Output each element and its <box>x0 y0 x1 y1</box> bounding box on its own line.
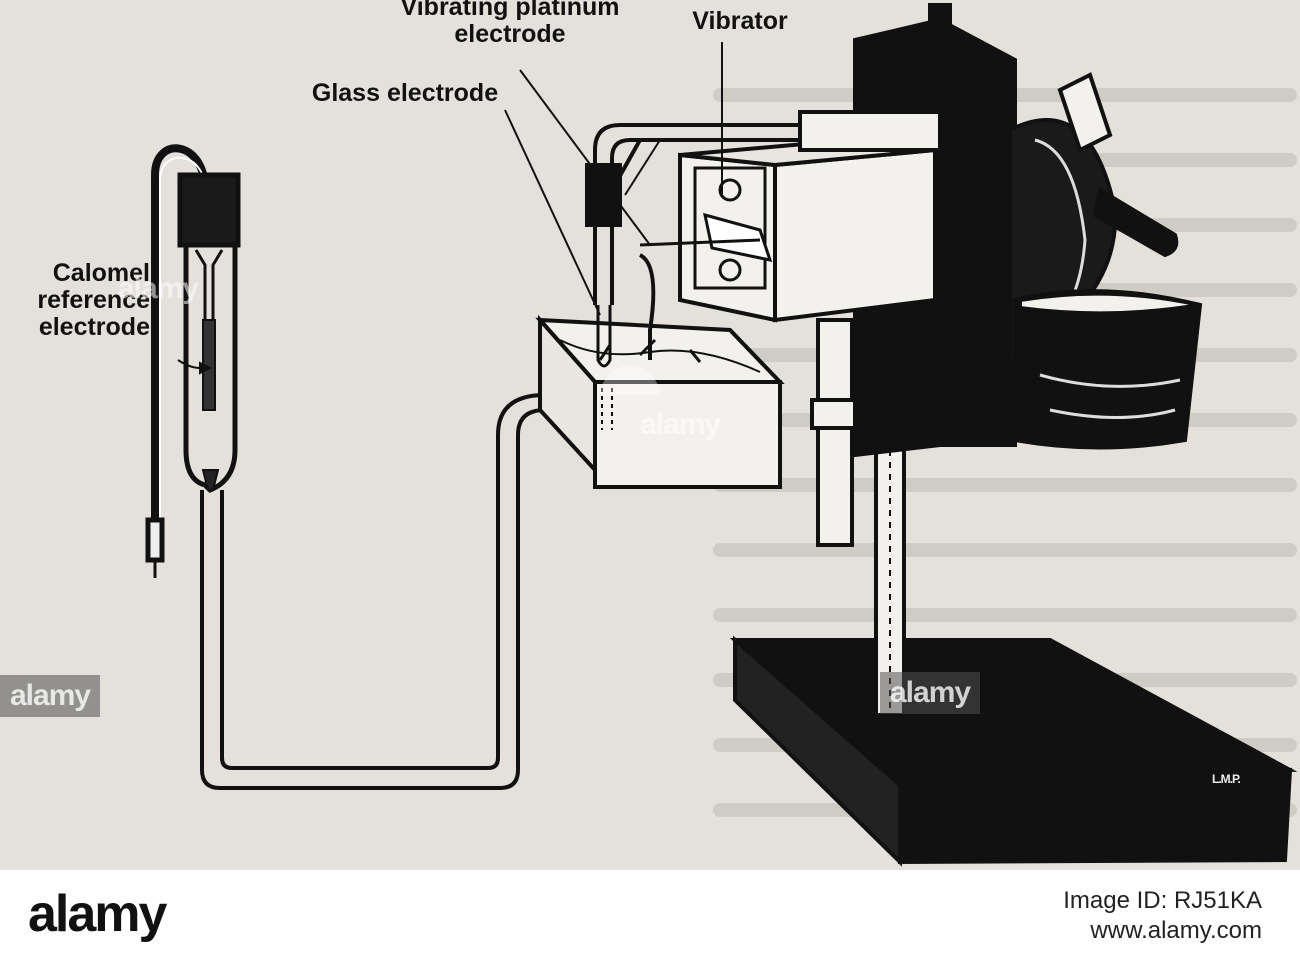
vibrating-electrode-label-line1: Vibrating platinum <box>400 0 620 21</box>
watermark-3: alamy <box>0 675 101 717</box>
leader-lines <box>177 42 723 375</box>
sample-vessel <box>535 314 785 489</box>
apparatus-drawing <box>145 3 1298 867</box>
watermark-2: alamy <box>640 408 721 441</box>
vibrator-assembly <box>639 3 1203 458</box>
watermark-1: alamy <box>118 272 199 305</box>
calomel-label-line2: reference <box>37 286 150 314</box>
vibrating-electrode-label-line2: electrode <box>454 20 566 48</box>
glass-electrode-label: Glass electrode <box>311 79 499 107</box>
electrodes <box>585 110 945 430</box>
calomel-label-line3: electrode <box>38 313 150 341</box>
apparatus-figure: Vibrating platinum electrode Vibrator Gl… <box>0 0 1300 870</box>
stock-footer: alamy Image ID: RJ51KA www.alamy.com <box>0 870 1300 960</box>
watermark-graphics <box>598 365 662 395</box>
calomel-label: Calomel reference electrode <box>0 260 150 341</box>
footer-id-block: Image ID: RJ51KA www.alamy.com <box>1063 886 1262 946</box>
footer-image-id: Image ID: RJ51KA <box>1063 887 1262 914</box>
footer-site: www.alamy.com <box>1090 917 1262 944</box>
calomel-electrode <box>145 144 241 578</box>
watermark-4: alamy <box>880 672 981 714</box>
salt-bridge-tube <box>200 393 597 790</box>
vibrator-label: Vibrator <box>692 7 788 35</box>
calomel-label-line1: Calomel <box>52 259 150 287</box>
artist-initials: L.M.P. <box>1212 772 1241 786</box>
vibrating-electrode-label: Vibrating platinum electrode <box>370 0 650 48</box>
footer-logo: alamy <box>28 885 167 943</box>
